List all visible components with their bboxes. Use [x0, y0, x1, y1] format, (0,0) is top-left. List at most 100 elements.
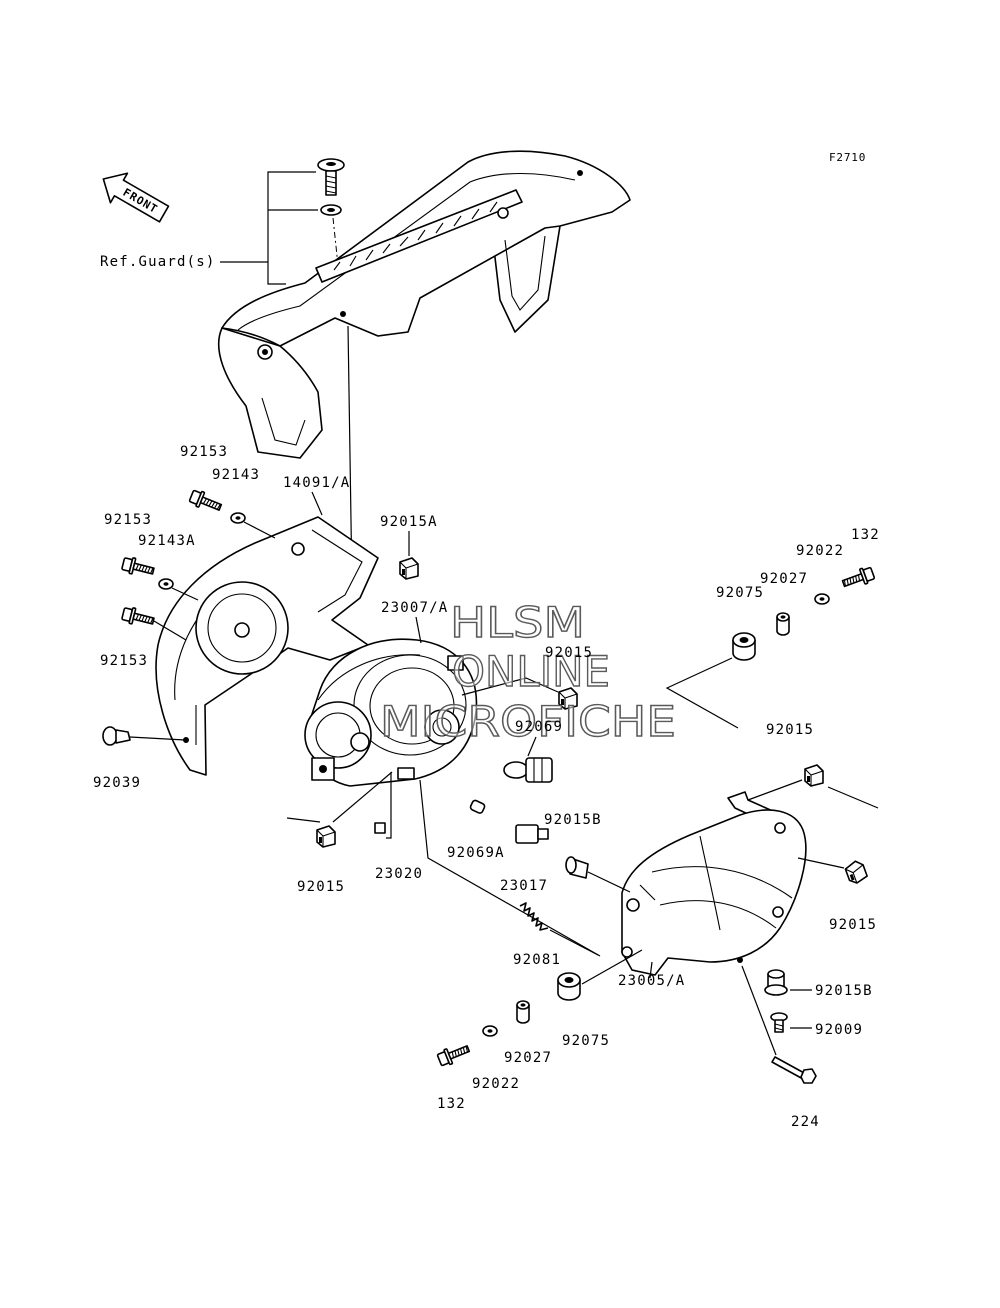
- leader-92015-left: [286, 771, 393, 823]
- screw-92009: [770, 1012, 788, 1033]
- callout-label: 92027: [504, 1050, 552, 1066]
- reference-guard-label: Ref.Guard(s): [100, 254, 216, 270]
- clip-head: [102, 726, 118, 746]
- headlight-assembly-left: [304, 638, 478, 787]
- callout-label: 92022: [472, 1076, 520, 1092]
- reflector-ring-inner: [369, 667, 455, 745]
- bulb-92069: [503, 757, 553, 783]
- leader-92039: [129, 736, 186, 741]
- callout-label: 92153: [180, 444, 228, 460]
- right-mount-hole-right: [772, 906, 784, 918]
- right-bottom-hole: [737, 957, 743, 963]
- figure-code: F2710: [829, 151, 866, 164]
- socket-ribs: [533, 758, 543, 782]
- bulb-socket: [525, 757, 553, 783]
- screw-thread: [325, 175, 337, 194]
- bulb-92069a: [469, 799, 486, 814]
- bolt-hex-head: [800, 1068, 817, 1084]
- small-bulb: [469, 799, 486, 814]
- callout-label: 14091/A: [283, 475, 350, 491]
- cover-inner-ring: [207, 593, 277, 663]
- guard-mount-hole-center: [262, 349, 268, 355]
- washer-92143a: [158, 578, 174, 590]
- mount-tab-hole: [319, 765, 327, 773]
- headlight-left-bulb-port: [424, 709, 460, 745]
- guard-washer: [320, 204, 342, 216]
- bolt-92153-top: [187, 487, 224, 516]
- callout-label: 132: [851, 527, 880, 543]
- clip-body: [115, 729, 131, 744]
- guard-top-panel: [221, 150, 631, 347]
- callout-labels: 92153 92143 14091/A 92153 92143A 92015A …: [93, 444, 880, 1130]
- bulb-glass: [503, 761, 529, 779]
- front-arrow-icon: [102, 172, 170, 223]
- bolt-92153-middle: [120, 554, 156, 580]
- clip-92015-bracket: [804, 764, 824, 787]
- callout-label: 92039: [93, 775, 141, 791]
- guard-left-leg: [217, 327, 323, 459]
- leader-224: [741, 965, 777, 1056]
- callout-label: 92143A: [138, 533, 196, 549]
- guard-logo-marks: [333, 201, 498, 271]
- leader-92015-bracket: [747, 779, 803, 801]
- bolt-132-lower: [435, 1040, 472, 1069]
- collar-flange: [764, 984, 788, 996]
- leader-23005a: [649, 961, 653, 979]
- socket-tab: [537, 828, 549, 840]
- bolt-132-upper: [839, 564, 877, 592]
- guard-inner-contour: [237, 173, 576, 446]
- leader-92015b-left: [587, 871, 631, 893]
- screw-recess: [326, 162, 336, 166]
- callout-label: 92027: [760, 571, 808, 587]
- guard-screw-hole: [340, 311, 346, 317]
- leader-lines: [129, 491, 879, 1056]
- clip-92015-left: [316, 825, 336, 848]
- lens-socket: [350, 732, 370, 752]
- callout-label: 92069A: [447, 845, 505, 861]
- leader-92081: [549, 929, 599, 956]
- leader-23007a: [415, 616, 422, 644]
- cover-mount-hole: [291, 542, 305, 556]
- reference-bracket: [220, 171, 318, 285]
- leader-92015-right: [797, 786, 879, 869]
- callout-label: 92015: [766, 722, 814, 738]
- callout-label: 92075: [562, 1033, 610, 1049]
- leader-92075-upper: [665, 657, 739, 729]
- collar-top: [767, 969, 785, 979]
- washer-92022-lower: [482, 1025, 498, 1037]
- callout-label: 92153: [100, 653, 148, 669]
- callout-label: 92143: [212, 467, 260, 483]
- callout-label: 92015A: [380, 514, 438, 530]
- washer-92022-upper: [814, 593, 830, 605]
- part-23020: [374, 822, 386, 834]
- callout-label: 23020: [375, 866, 423, 882]
- callout-label: 23007/A: [381, 600, 448, 616]
- callout-label: 92015: [297, 879, 345, 895]
- headlight-cover-left: [155, 516, 379, 776]
- right-mount-hole-left: [626, 898, 640, 912]
- callout-label: 224: [791, 1114, 820, 1130]
- watermark-line3: MICROFICHE: [380, 697, 676, 746]
- clip-92015-right: [843, 858, 869, 886]
- callout-label: 92081: [513, 952, 561, 968]
- callout-label: 92009: [815, 1022, 863, 1038]
- callout-label: 92015: [829, 917, 877, 933]
- callout-label: 92153: [104, 512, 152, 528]
- headlight-left-lens: [304, 701, 372, 769]
- callout-label: 92015: [545, 645, 593, 661]
- collar-92015b-right: [764, 969, 788, 996]
- callout-label: 92022: [796, 543, 844, 559]
- right-bracket-hole: [774, 822, 786, 834]
- headlight-left-top-tab: [447, 655, 464, 671]
- callout-label: 132: [437, 1096, 466, 1112]
- cover-lower-hole: [183, 737, 189, 743]
- right-mount-hole-lower: [621, 946, 633, 958]
- grommet-92075-lower: [557, 972, 581, 1001]
- bolt-224: [771, 1056, 817, 1084]
- headlight-left-bottom-tab: [397, 767, 415, 780]
- leader-92081-housing: [419, 779, 601, 957]
- grommet-92075-upper: [732, 632, 756, 661]
- leader-23020: [386, 772, 392, 839]
- socket-body: [515, 824, 539, 844]
- headlight-assembly-right: [621, 791, 807, 976]
